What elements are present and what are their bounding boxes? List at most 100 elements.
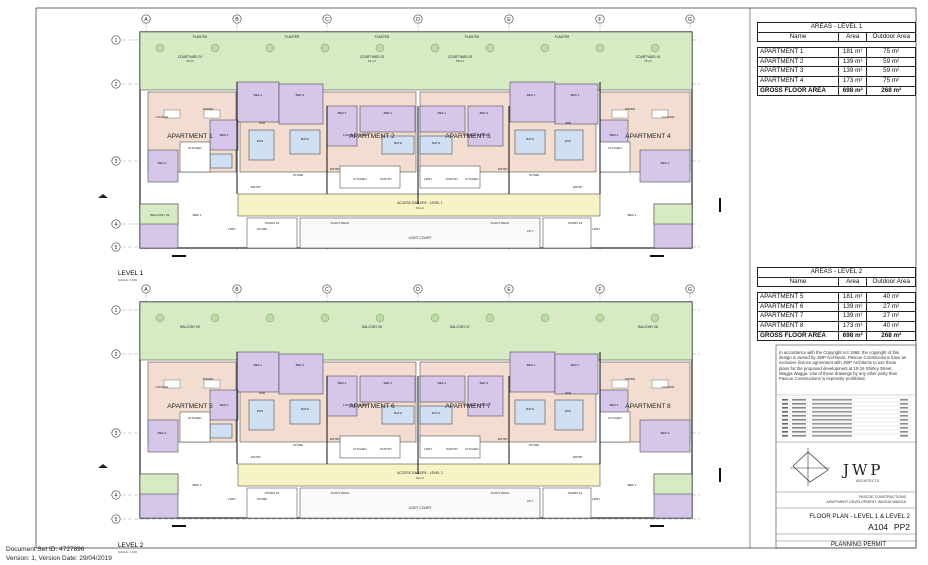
grid-bubble [111, 242, 121, 252]
room-label: BED 3 [220, 133, 229, 137]
planter-shrub [320, 43, 330, 53]
grid-bubble [322, 14, 332, 24]
revision-mark [900, 431, 908, 433]
bedroom [554, 353, 599, 395]
room-label: LOUNGE [662, 115, 675, 119]
planter-shrub [265, 313, 275, 323]
grid-bubble [413, 284, 423, 294]
wet-area [419, 405, 453, 425]
room-label: BATH [432, 411, 440, 415]
room-label: WIR [259, 121, 266, 125]
room-label: ENS [257, 409, 263, 413]
courtyard-label: COURTYARD 02 [360, 55, 385, 59]
courtyard-label: COURTYARD 03 [448, 55, 473, 59]
courtyard-area: 61 m² [368, 59, 376, 63]
room-label: BED 2 [158, 161, 167, 165]
room-label: ENS [565, 409, 571, 413]
drawing-number: A104 [868, 522, 888, 532]
grid-column-label: F [598, 17, 601, 23]
planter-shrub [375, 313, 385, 323]
revision-mark [812, 435, 852, 437]
bedroom [419, 105, 466, 133]
revision-mark [792, 435, 806, 437]
planter-label: PLANTER [555, 35, 570, 39]
dining-table [611, 379, 629, 389]
room-label: BATH [301, 407, 309, 411]
revision-mark [792, 423, 806, 425]
room-label: ENTRY [498, 167, 508, 171]
revision-mark [792, 407, 806, 409]
revision-mark [782, 415, 788, 417]
grid-row-label: 2 [115, 82, 118, 88]
grid-bubble [504, 14, 514, 24]
balcony-label: BALCONY 06 [362, 325, 382, 329]
apartment-label: APARTMENT 3 [445, 133, 491, 140]
bedroom [359, 375, 416, 403]
light-court [299, 217, 541, 249]
revision-mark [792, 411, 806, 413]
balcony [653, 203, 693, 225]
room-label: DINING [625, 107, 636, 111]
planter-shrub [155, 313, 165, 323]
revision-mark [792, 431, 806, 433]
level-1-label: LEVEL 1 [118, 270, 144, 277]
grid-bubble [322, 284, 332, 294]
grid-bubble [111, 305, 121, 315]
room-label: BED 3 [220, 403, 229, 407]
room-label: PANTRY [446, 447, 458, 451]
grid-row-label: 1 [115, 38, 118, 44]
kitchen [339, 435, 401, 459]
grid-bubble [141, 284, 151, 294]
room-label: BATH [432, 141, 440, 145]
room-label: BED 1 [438, 111, 447, 115]
grid-bubble [111, 514, 121, 524]
planter-shrub [265, 43, 275, 53]
room-label: LOUNGE / DINING [463, 403, 489, 407]
courtyard-area: 43 m² [186, 59, 194, 63]
wet-area [381, 135, 415, 155]
grid-row-label: 4 [115, 222, 118, 228]
planter-shrub [485, 313, 495, 323]
access-gallery-area: 64 m² [416, 206, 424, 210]
wet-area [554, 399, 584, 431]
grid-column-label: G [688, 287, 692, 293]
wet-area [248, 399, 275, 431]
room-label: BATH [526, 137, 534, 141]
grid-column-label: C [325, 287, 329, 293]
wet-area [381, 405, 415, 425]
room-label: PANTRY [380, 447, 392, 451]
section-marker [98, 194, 108, 198]
room-label: BED 1 [571, 93, 580, 97]
room-label: DINING [203, 377, 214, 381]
room-label: BATH [394, 141, 402, 145]
revision-mark [900, 407, 908, 409]
room-label: BED 1 [628, 213, 637, 217]
dining-table [651, 379, 669, 389]
col-header-name: Name [757, 276, 839, 288]
revision-mark [782, 427, 788, 429]
access-gallery-area: 64 m² [416, 476, 424, 480]
bedroom [147, 149, 179, 183]
document-set-id: Document Set ID: 4727896 [6, 546, 85, 553]
grid-bubble [111, 79, 121, 89]
room-label: DINING [625, 377, 636, 381]
room-label: KITCHEN [353, 177, 366, 181]
grid-bubble [595, 284, 605, 294]
grid-bubble [232, 14, 242, 24]
stairs [246, 217, 298, 249]
courtyard-area: 75 m² [644, 59, 652, 63]
room-label: ENTRY [330, 167, 340, 171]
dining-table [611, 109, 629, 119]
revision-mark [812, 399, 852, 401]
room-label: ENTRY [330, 437, 340, 441]
room-label: LOUNGE / DINING [343, 403, 369, 407]
grid-row-label: 1 [115, 308, 118, 314]
bedroom [209, 389, 239, 421]
room-label: STORE [257, 227, 267, 231]
wet-area [514, 399, 546, 425]
